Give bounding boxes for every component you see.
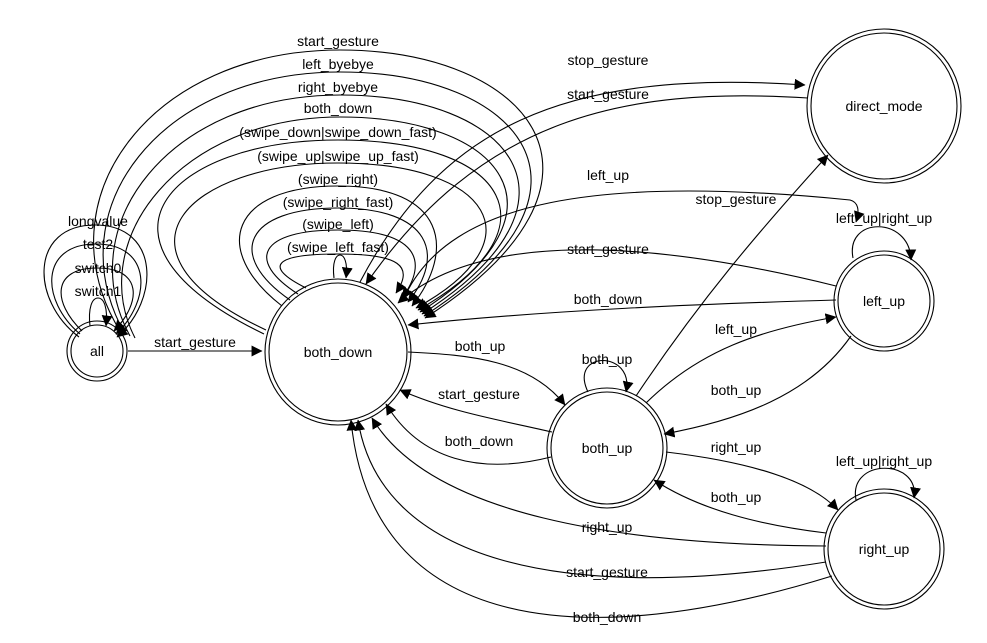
edge-self-swipe-right <box>239 185 437 307</box>
edge-self-tiny <box>332 254 353 279</box>
label-left-up-to-both-down-start: start_gesture <box>567 241 649 257</box>
edge-left-up-to-both-down-start <box>397 249 837 304</box>
label-wide-start-gesture: start_gesture <box>297 33 379 49</box>
state-both-down-label: both_down <box>304 344 373 360</box>
edge-both-up-self <box>583 360 634 393</box>
edges <box>43 49 921 618</box>
edge-self-swipe-left <box>266 229 416 299</box>
label-all-self-test2: test2 <box>83 236 114 252</box>
state-both-up[interactable]: both_up <box>546 387 668 509</box>
label-right-up-to-both-down-down: both_down <box>573 609 642 625</box>
edge-both-up-to-right-up <box>665 451 839 511</box>
label-both-up-to-both-down-down: both_down <box>445 433 514 449</box>
label-wide-swipe-up: (swipe_up|swipe_up_fast) <box>257 148 419 164</box>
label-right-up-self: left_up|right_up <box>836 453 932 469</box>
label-self-swipe-right: (swipe_right) <box>298 171 378 187</box>
edge-both-up-to-left-up <box>645 313 837 404</box>
edge-wide-both-down <box>121 116 508 339</box>
label-self-swipe-left-fast: (swipe_left_fast) <box>287 239 389 255</box>
label-both-up-self: both_up <box>582 351 633 367</box>
label-both-down-to-left-up: left_up <box>587 167 629 183</box>
label-all-self-longvalue: longvalue <box>68 213 128 229</box>
edge-left-up-to-both-up <box>663 335 852 438</box>
edge-right-up-to-both-down-right <box>371 417 827 547</box>
edge-labels: longvalue test2 switch0 switch1 start_ge… <box>68 33 932 625</box>
label-wide-right-byebye: right_byebye <box>298 79 378 95</box>
label-left-up-to-both-down-down: both_down <box>574 291 643 307</box>
state-left-up[interactable]: left_up <box>833 250 935 352</box>
state-all[interactable]: all <box>66 320 128 382</box>
edge-both-up-to-both-down-start <box>399 389 553 433</box>
label-right-up-to-both-down-start: start_gesture <box>566 564 648 580</box>
label-both-up-to-direct-mode: stop_gesture <box>696 191 777 207</box>
label-direct-mode-to-both-down: start_gesture <box>567 86 649 102</box>
edge-wide-left-byebye <box>102 71 532 335</box>
label-left-up-to-both-up: both_up <box>711 382 762 398</box>
edge-all-self-test2 <box>51 243 142 335</box>
edge-self-swipe-right-fast <box>251 207 428 303</box>
label-self-swipe-right-fast: (swipe_right_fast) <box>283 194 394 210</box>
edge-both-down-to-direct-mode <box>359 78 806 283</box>
edge-self-swipe-left-fast <box>279 253 407 294</box>
edge-left-up-self <box>851 226 917 261</box>
state-left-up-label: left_up <box>863 293 905 309</box>
state-right-up[interactable]: right_up <box>823 488 945 610</box>
edge-right-up-to-both-down-start <box>354 419 827 579</box>
label-both-down-to-direct-mode: stop_gesture <box>568 52 649 68</box>
edge-direct-mode-to-both-down <box>365 95 809 285</box>
label-self-swipe-left: (swipe_left) <box>302 216 374 232</box>
edge-all-self-switch0 <box>60 267 134 332</box>
label-both-up-to-both-down-start: start_gesture <box>438 386 520 402</box>
label-wide-swipe-down: (swipe_down|swipe_down_fast) <box>239 124 436 140</box>
label-all-self-switch1: switch1 <box>75 283 122 299</box>
edge-wide-swipe-down <box>157 139 502 335</box>
label-left-up-self: left_up|right_up <box>836 210 932 226</box>
label-both-up-to-right-up: right_up <box>711 439 762 455</box>
label-all-to-both-down: start_gesture <box>154 334 236 350</box>
edge-left-up-to-both-down-down <box>407 299 837 330</box>
edge-both-down-to-both-up <box>407 351 566 406</box>
label-wide-left-byebye: left_byebye <box>302 56 374 72</box>
state-both-down[interactable]: both_down <box>264 278 412 426</box>
edge-all-self-switch1 <box>88 297 113 327</box>
edge-right-up-to-both-down-down <box>346 419 833 618</box>
label-all-self-switch0: switch0 <box>75 260 122 276</box>
state-direct-mode-label: direct_mode <box>845 98 922 114</box>
edge-both-down-to-left-up <box>404 190 865 297</box>
edge-both-up-to-both-down-down <box>385 403 552 465</box>
state-direct-mode[interactable]: direct_mode <box>806 28 962 184</box>
label-both-up-to-left-up: left_up <box>715 321 757 337</box>
edge-wide-right-byebye <box>112 94 520 337</box>
label-right-up-to-both-up: both_up <box>711 489 762 505</box>
edge-right-up-self <box>854 467 921 501</box>
label-right-up-to-both-down-right: right_up <box>582 519 633 535</box>
edge-right-up-to-both-up <box>653 479 827 534</box>
label-wide-both-down: both_down <box>304 100 373 116</box>
edge-wide-start-gesture <box>93 49 544 332</box>
label-both-down-to-both-up: both_up <box>455 338 506 354</box>
edge-wide-swipe-up <box>174 162 487 331</box>
edge-both-up-to-direct-mode <box>635 154 829 397</box>
state-all-label: all <box>90 343 104 359</box>
state-right-up-label: right_up <box>859 541 910 557</box>
state-both-up-label: both_up <box>582 440 633 456</box>
